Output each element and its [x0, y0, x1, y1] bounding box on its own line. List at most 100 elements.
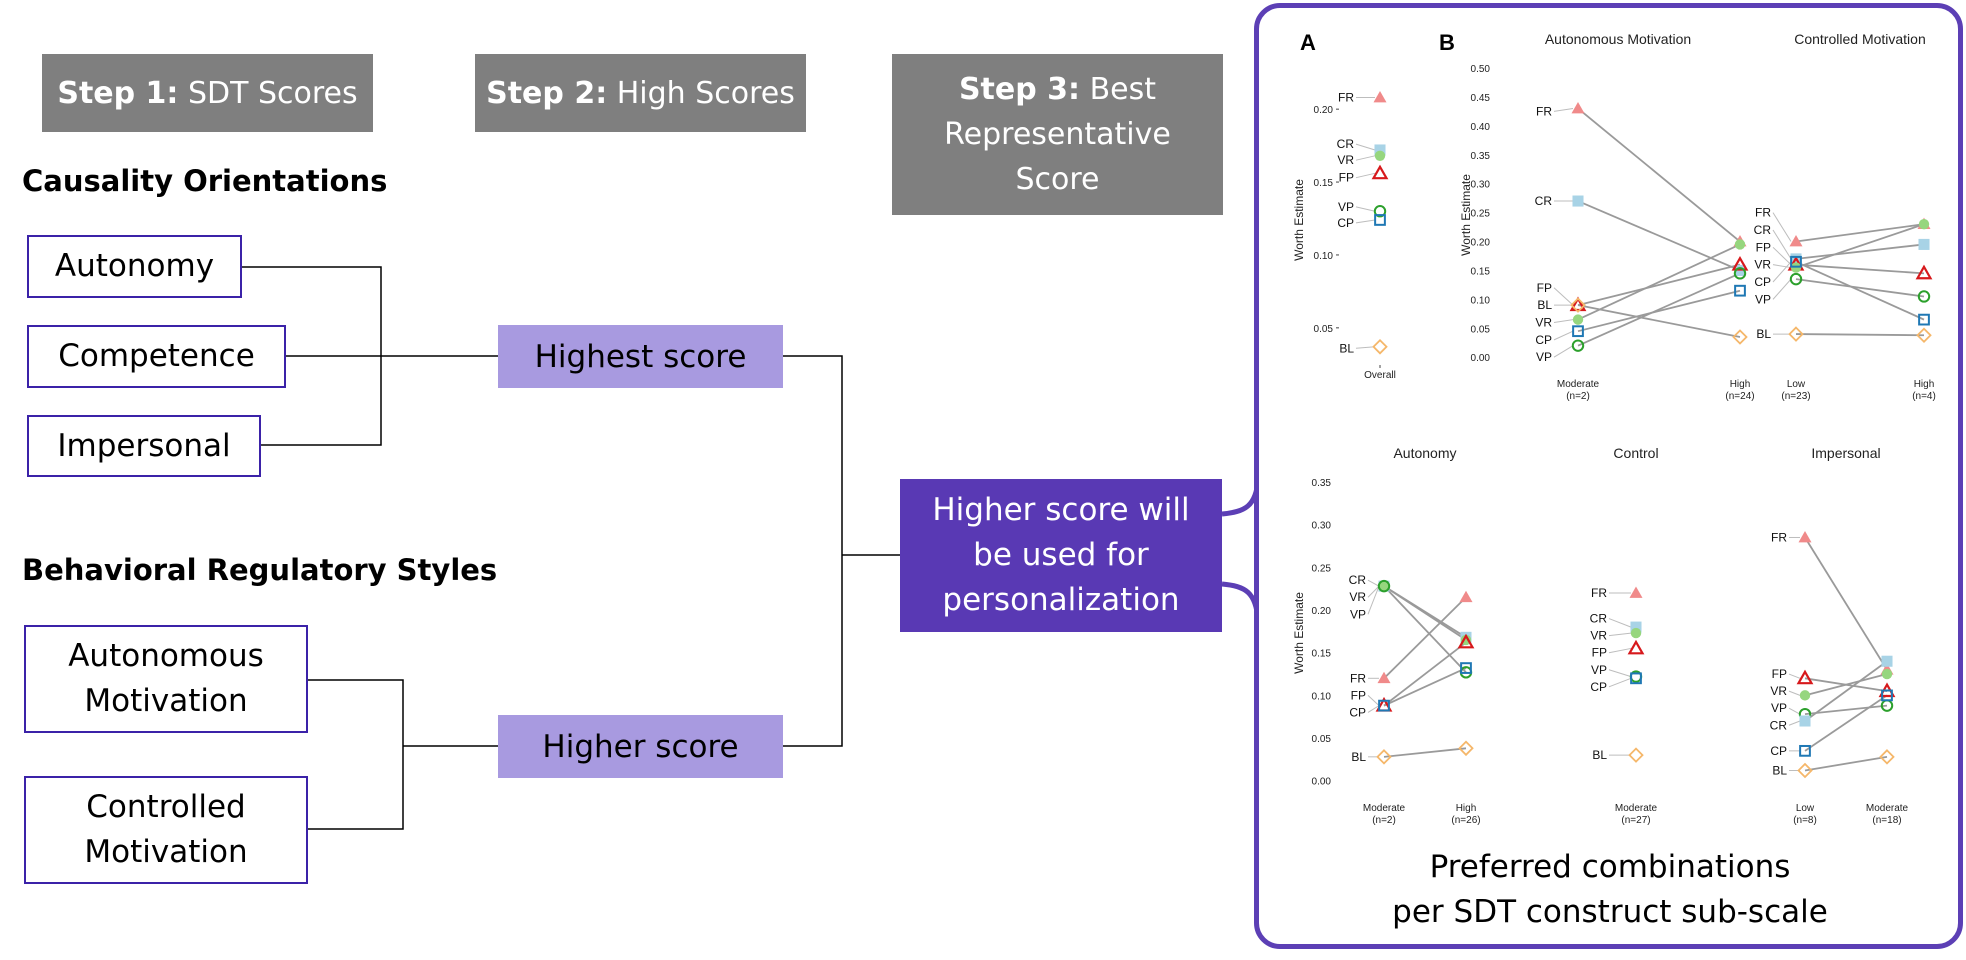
autonomy-ytick-label: 0.15 — [1312, 649, 1332, 660]
autonomy-bl-label: BL — [1351, 750, 1366, 764]
autonomous-motivation-vp-line — [1577, 272, 1741, 347]
controlled-motivation-vp-marker — [1789, 272, 1803, 286]
control-vp-label: VP — [1591, 663, 1607, 677]
control-category-label: Moderate — [1615, 803, 1658, 814]
autonomy-cr-leader — [1367, 579, 1380, 587]
autonomous-motivation-ytick-label: 0.40 — [1471, 122, 1491, 133]
panel-a-bl-label: BL — [1339, 341, 1354, 355]
autonomy-cp-line — [1383, 667, 1467, 707]
autonomous-motivation-ytick-label: 0.25 — [1471, 209, 1491, 220]
autonomy-fr-line — [1383, 596, 1467, 679]
controlled-motivation-category-label: Low — [1787, 379, 1806, 390]
controlled-motivation-cr-marker — [1918, 238, 1930, 250]
autonomous-motivation-cp-line — [1577, 289, 1741, 333]
autonomous-motivation-bl-marker — [1570, 297, 1586, 313]
control-fp-leader — [1608, 647, 1632, 654]
control-cp-marker — [1630, 672, 1642, 685]
control-bl-label: BL — [1592, 748, 1607, 762]
impersonal-cr-marker — [1799, 715, 1811, 727]
behavioral-bracket — [308, 679, 498, 830]
autonomous-motivation-cp-marker — [1572, 325, 1584, 338]
results-panel — [1254, 3, 1963, 949]
controlled-motivation-line-1: Controlled — [86, 789, 246, 825]
step-1-banner: Step 1: SDT Scores — [42, 54, 373, 132]
autonomy-cp-marker — [1378, 699, 1390, 712]
panel-a-vp-leader — [1355, 206, 1376, 212]
control-fp-label: FP — [1592, 646, 1607, 660]
impersonal-cp-marker — [1881, 689, 1893, 702]
causality-heading: Causality Orientations — [22, 164, 388, 198]
controlled-motivation-vr-marker — [1918, 218, 1930, 230]
autonomous-motivation-category-label: Moderate — [1557, 379, 1600, 390]
autonomous-motivation-fr-marker — [1571, 101, 1585, 114]
controlled-motivation-fp-leader — [1772, 246, 1792, 266]
step-3-banner: Step 3: Best Representative Score — [892, 54, 1223, 215]
controlled-motivation-title: Controlled Motivation — [1794, 31, 1926, 47]
panel-a-cr-leader — [1355, 143, 1376, 151]
impersonal-vr-line — [1804, 673, 1888, 697]
autonomous-motivation-bl-line — [1577, 304, 1741, 338]
step-1-bold: Step 1: — [57, 75, 179, 111]
autonomy-vr-marker — [1378, 580, 1390, 592]
impersonal-title: Impersonal — [1811, 445, 1880, 461]
controlled-motivation-line-2: Motivation — [84, 834, 248, 870]
autonomous-motivation-cp-leader — [1553, 330, 1574, 341]
controlled-motivation-cp-leader — [1772, 261, 1792, 283]
step-3-text-3: Score — [1015, 162, 1100, 197]
panel-a-bl-leader — [1355, 346, 1376, 349]
control-vr-marker — [1630, 627, 1642, 639]
controlled-motivation-cp-marker — [1790, 255, 1802, 268]
autonomous-motivation-vr-label: VR — [1535, 316, 1552, 330]
personalization-line-3: personalization — [942, 582, 1180, 618]
autonomous-motivation-fp-label: FP — [1537, 281, 1552, 295]
autonomous-motivation-ytick-label: 0.10 — [1471, 295, 1491, 306]
autonomy-fr-label: FR — [1350, 671, 1366, 685]
behavioral-heading: Behavioral Regulatory Styles — [22, 553, 498, 587]
causality-bracket — [242, 266, 498, 446]
controlled-motivation-vp-label: VP — [1755, 292, 1771, 306]
step-2-bold: Step 2: — [486, 75, 608, 111]
controlled-motivation-vp-marker — [1917, 290, 1931, 303]
autonomous-motivation-ytick-label: 0.00 — [1471, 353, 1491, 364]
autonomous-motivation-title: Autonomous Motivation — [1545, 31, 1691, 47]
controlled-motivation-vr-leader — [1772, 264, 1792, 269]
autonomous-motivation-fp-marker — [1569, 296, 1587, 312]
autonomy-vp-leader — [1367, 585, 1380, 615]
panel-a-bl-marker — [1372, 339, 1388, 355]
autonomy-fr-marker — [1459, 590, 1473, 603]
controlled-motivation-vr-line — [1795, 223, 1925, 269]
personalization-box: Higher score will be used for personaliz… — [900, 479, 1222, 632]
impersonal-cp-label: CP — [1770, 744, 1787, 758]
autonomous-motivation-ytick-label: 0.50 — [1471, 64, 1491, 75]
results-caption: Preferred combinations per SDT construct… — [1260, 845, 1960, 935]
panel-a-cp-leader — [1355, 219, 1376, 224]
autonomy-bl-marker — [1458, 740, 1474, 757]
competence-box: Competence — [27, 325, 286, 388]
impersonal-cr-label: CR — [1770, 718, 1788, 732]
impersonal-vp-line — [1804, 704, 1888, 716]
autonomy-ylabel: Worth Estimate — [1292, 592, 1306, 674]
control-title: Control — [1613, 445, 1658, 461]
autonomy-ytick-label: 0.00 — [1312, 777, 1332, 788]
autonomous-motivation-vp-marker — [1733, 267, 1747, 280]
impersonal-category-label: Moderate — [1866, 803, 1909, 814]
step-1-text: SDT Scores — [187, 75, 358, 111]
impersonal-cp-line — [1804, 694, 1888, 752]
caption-line-2: per SDT construct sub-scale — [1392, 894, 1828, 930]
autonomous-motivation-cr-marker — [1572, 195, 1584, 207]
control-vr-label: VR — [1590, 629, 1607, 643]
impersonal-category-n: (n=18) — [1872, 815, 1901, 826]
impersonal-fp-label: FP — [1772, 667, 1787, 681]
autonomy-ytick-label: 0.10 — [1312, 691, 1332, 702]
impersonal-cp-marker — [1799, 744, 1811, 757]
autonomy-vr-leader — [1367, 585, 1380, 598]
panel-a-cp-marker — [1374, 214, 1386, 226]
panel-a-ytick-label: 0.20 — [1314, 105, 1334, 116]
controlled-motivation-bl-marker — [1788, 326, 1804, 342]
autonomous-motivation-fr-label: FR — [1536, 104, 1552, 118]
autonomy-fp-marker — [1457, 633, 1475, 649]
autonomous-motivation-vr-leader — [1553, 319, 1574, 324]
control-cr-marker — [1630, 621, 1642, 633]
